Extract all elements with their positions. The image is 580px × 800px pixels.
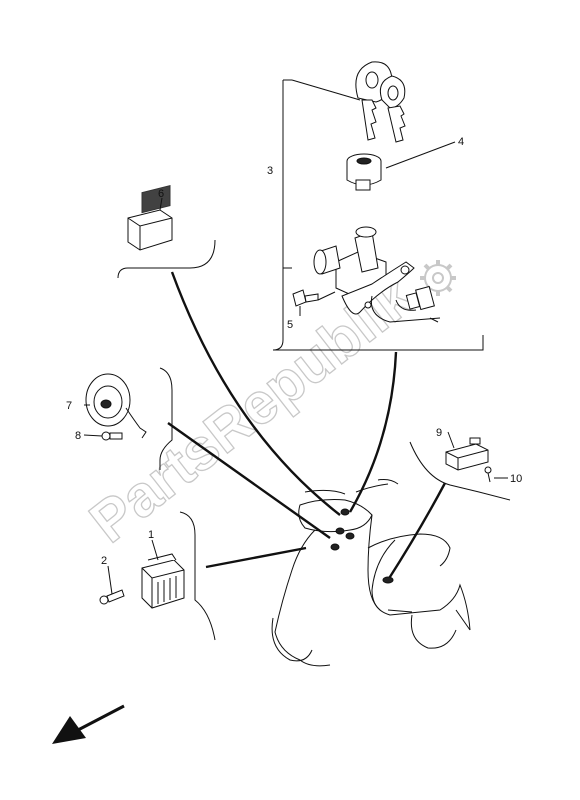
callout-8: 8	[75, 430, 81, 442]
bolt-8-part	[101, 431, 123, 441]
keys-part	[355, 61, 406, 143]
watermark-gear-icon	[420, 260, 456, 296]
screw-10-part	[484, 466, 492, 483]
relay-6-part	[127, 184, 173, 251]
regulator-1-part	[141, 553, 185, 609]
callout-3: 3	[267, 165, 273, 177]
callout-9: 9	[436, 427, 442, 439]
leader-ignition-to-headlamp	[348, 351, 398, 513]
leader-3-keys	[291, 79, 361, 101]
callout-10: 10	[510, 473, 522, 485]
scooter-outline	[271, 479, 471, 667]
frame-ignition-group	[272, 80, 484, 351]
leader-7-to-front	[167, 422, 331, 539]
lock-cylinder-part	[346, 153, 382, 191]
leader-5b	[317, 291, 336, 301]
module-9-part	[445, 437, 489, 471]
callout-5: 5	[287, 319, 293, 331]
bolt-2-part	[99, 589, 125, 605]
frame-horn-7	[159, 367, 173, 470]
callout-6: 6	[158, 188, 164, 200]
frame-regulator-1	[179, 511, 216, 641]
watermark: PartsRepublik	[77, 260, 456, 556]
callout-2: 2	[101, 555, 107, 567]
leader-1-to-front	[205, 546, 307, 569]
leader-6-to-headlamp	[170, 271, 341, 516]
frame-module-9	[409, 441, 511, 501]
leader-9-to-rear	[386, 482, 447, 581]
callout-4: 4	[458, 136, 464, 148]
main-switch-part	[313, 226, 441, 323]
callout-1: 1	[148, 529, 154, 541]
bolt-5-part	[292, 289, 319, 307]
horn-part	[85, 373, 147, 439]
direction-arrow-icon	[52, 704, 125, 744]
frame-ignition-bracket	[283, 79, 292, 269]
watermark-text: PartsRepublik	[78, 263, 426, 555]
leader-4	[385, 141, 456, 169]
callout-7: 7	[66, 400, 72, 412]
leader-1	[151, 539, 159, 561]
frame-relay-6	[117, 239, 216, 279]
leader-8	[83, 434, 103, 437]
leader-2	[107, 565, 113, 595]
leader-6	[159, 197, 163, 211]
leader-9	[447, 431, 455, 449]
